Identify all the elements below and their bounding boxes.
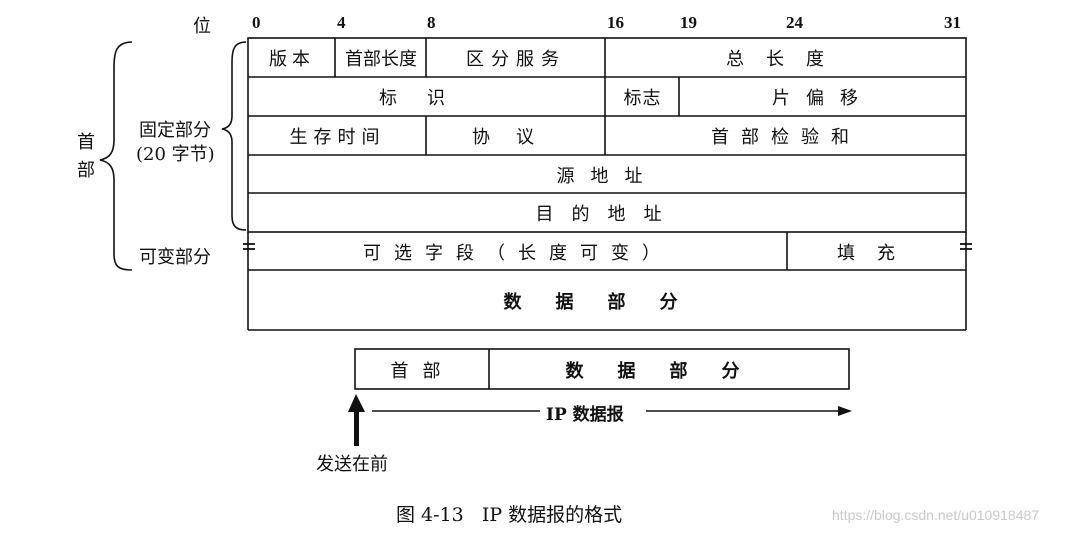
fixed-brace — [221, 41, 247, 231]
ip-datagram-label: IP 数据报 — [546, 405, 624, 425]
figure-caption: 图 4-13 IP 数据报的格式 — [396, 504, 623, 526]
field-padding: 填充 — [837, 242, 917, 264]
field-flags: 标志 — [623, 88, 662, 109]
right-arrowhead-icon — [838, 406, 852, 416]
field-data: 数据部分 — [503, 291, 712, 313]
field-fragment-offset: 片偏移 — [772, 88, 874, 109]
bit-24: 24 — [786, 13, 803, 32]
bit-16: 16 — [607, 13, 624, 32]
datagram-header: 首部 — [390, 360, 455, 382]
field-destination-address: 目的地址 — [535, 204, 680, 225]
send-first-label: 发送在前 — [316, 454, 388, 475]
datagram-frame — [354, 348, 850, 390]
fixed-part-label-line2: (20 字节) — [136, 144, 215, 165]
bit-8: 8 — [427, 13, 436, 32]
bit-19: 19 — [680, 13, 697, 32]
bit-31: 31 — [944, 13, 961, 32]
field-source-address: 源地址 — [556, 165, 659, 187]
field-total-length: 总长度 — [726, 49, 846, 70]
header-label-line2: 部 — [77, 160, 95, 181]
field-version: 版本 — [269, 49, 315, 70]
field-differentiated-services: 区分服务 — [466, 49, 566, 70]
fixed-header-frame — [247, 37, 967, 233]
bit-axis-title: 位 — [193, 16, 211, 37]
datagram-data: 数据部分 — [565, 360, 774, 382]
field-options: 可选字段（长度可变） — [363, 242, 673, 264]
up-arrow-icon — [348, 394, 365, 412]
header-label-line1: 首 — [77, 132, 95, 153]
fixed-part-label-line1: 固定部分 — [139, 120, 211, 141]
field-protocol: 协议 — [472, 127, 560, 148]
field-identification: 标识 — [379, 88, 475, 109]
field-header-length: 首部长度 — [345, 49, 417, 70]
bit-0: 0 — [252, 13, 261, 32]
variable-part-label: 可变部分 — [139, 247, 211, 268]
header-brace — [99, 41, 133, 271]
bit-4: 4 — [337, 13, 346, 32]
watermark-text: https://blog.csdn.net/u010918487 — [832, 507, 1040, 523]
field-header-checksum: 首部检验和 — [711, 127, 861, 148]
field-ttl: 生存时间 — [289, 127, 386, 148]
